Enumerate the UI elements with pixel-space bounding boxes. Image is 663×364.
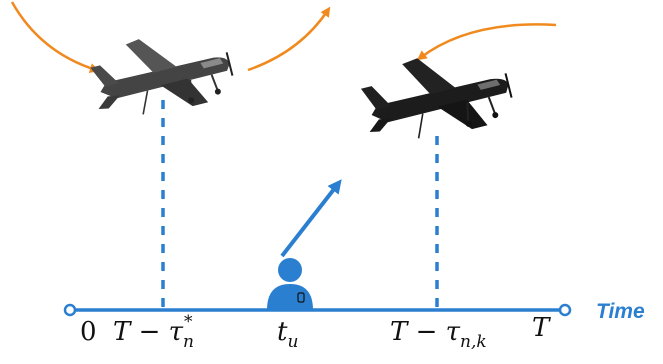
orange-arrow-left-incoming xyxy=(10,1,100,73)
orange-arrow-left-outgoing xyxy=(247,6,331,72)
axis-end-marker xyxy=(558,303,572,317)
label-t-minus-tau-star: T − τn* xyxy=(113,312,194,352)
axis-start-marker xyxy=(63,303,77,317)
label-t-end: T xyxy=(532,313,551,343)
orange-arrow-right-incoming xyxy=(416,23,557,61)
upload-arrow xyxy=(280,179,342,258)
label-t-minus-tau-nk: T − τn,k xyxy=(390,317,487,352)
label-zero: 0 xyxy=(80,317,97,347)
airplane-icon xyxy=(90,39,234,115)
user-icon xyxy=(267,258,313,310)
airplane-icon xyxy=(360,58,513,139)
time-label: Time xyxy=(596,300,645,323)
label-t-u: tu xyxy=(277,317,298,352)
